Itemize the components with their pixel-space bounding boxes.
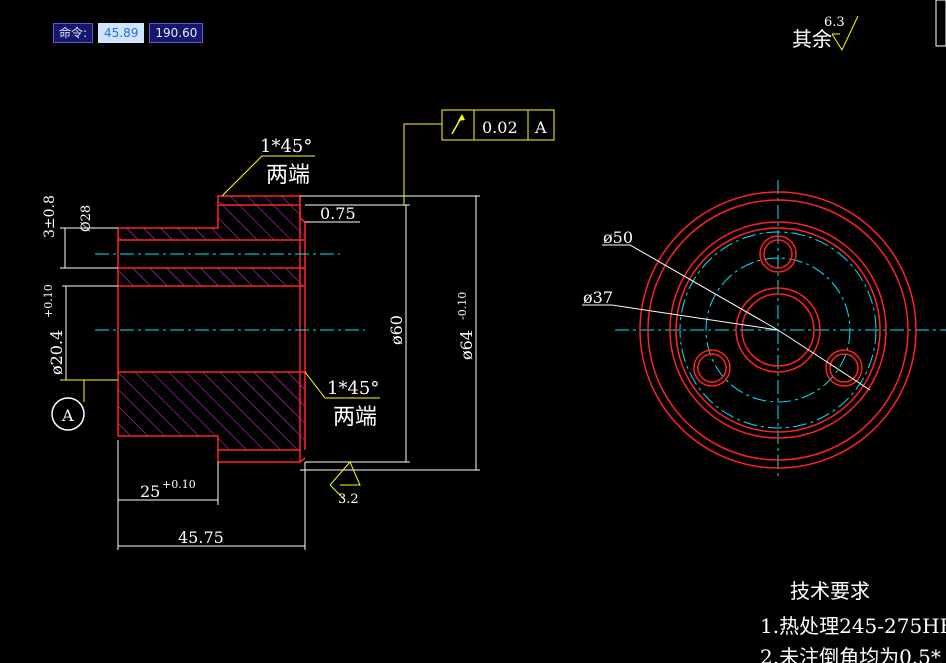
chamfer-bottom-label: 1*45°	[327, 378, 379, 399]
roughness-32-symbol: 3.2	[329, 461, 361, 507]
roughness-prefix: 其余	[792, 27, 832, 51]
dia-50-label: ø50	[603, 228, 633, 247]
end-view-center-lines	[615, 180, 946, 480]
technical-requirements: 技术要求 1.热处理245-275HBS。 2.未注倒角均为0.5*	[760, 579, 946, 663]
both-ends-top-label: 两端	[266, 163, 310, 188]
command-input-y[interactable]: 190.60	[149, 23, 204, 43]
dia-60-label: ø60	[387, 315, 406, 345]
dia-64-tol-label: -0.10	[456, 292, 469, 320]
roughness-32-label: 3.2	[338, 492, 359, 507]
bore-top-label-1: 3±0.8	[42, 195, 58, 238]
command-label: 命令:	[53, 23, 94, 43]
hatch-bottom	[118, 372, 305, 450]
tolerance-frame: 0.02 A	[441, 109, 555, 141]
len-25-tol-label: +0.10	[162, 478, 196, 491]
chamfer-top-label: 1*45°	[260, 136, 312, 157]
end-view: ø50 ø37	[582, 180, 946, 480]
tolerance-value: 0.02	[482, 118, 518, 137]
len-25-label: 25	[140, 482, 160, 501]
hatch-top	[118, 196, 305, 240]
dia-204-tol-label: +0.10	[42, 284, 55, 318]
datum-a-label: A	[61, 406, 74, 425]
len-4575-label: 45.75	[178, 528, 224, 547]
bore-top-label-2: Ø28	[79, 205, 94, 232]
runout-arrow-icon	[451, 114, 465, 135]
section-view: 1*45° 两端 1*45° 两端 0.75 ø60 ø64 -0.10 3±0…	[42, 109, 555, 550]
dia-64-label: ø64	[457, 330, 476, 360]
end-view-leaders	[582, 244, 871, 391]
both-ends-bottom-label: 两端	[333, 405, 377, 430]
command-bar: 命令: 45.89 190.60	[53, 23, 204, 43]
dia-204-label: ø20.4	[47, 330, 66, 375]
tolerance-datum: A	[534, 118, 547, 137]
datum-a-marker: A	[51, 397, 85, 431]
tech-req-title: 技术要求	[790, 579, 870, 603]
dia-37-label: ø37	[583, 288, 613, 307]
sheet-border	[935, 0, 946, 47]
roughness-note: 其余 6.3	[792, 15, 859, 52]
tech-req-line1: 1.热处理245-275HBS。	[760, 614, 946, 638]
leader-lines	[60, 123, 442, 402]
end-view-circles	[639, 191, 917, 469]
section-center-lines	[95, 253, 365, 331]
command-input-x[interactable]: 45.89	[98, 23, 145, 43]
roughness-value: 6.3	[824, 15, 845, 30]
hatch-groove	[118, 268, 305, 286]
tech-req-line2: 2.未注倒角均为0.5*	[760, 645, 941, 663]
groove-075-label: 0.75	[320, 204, 356, 223]
